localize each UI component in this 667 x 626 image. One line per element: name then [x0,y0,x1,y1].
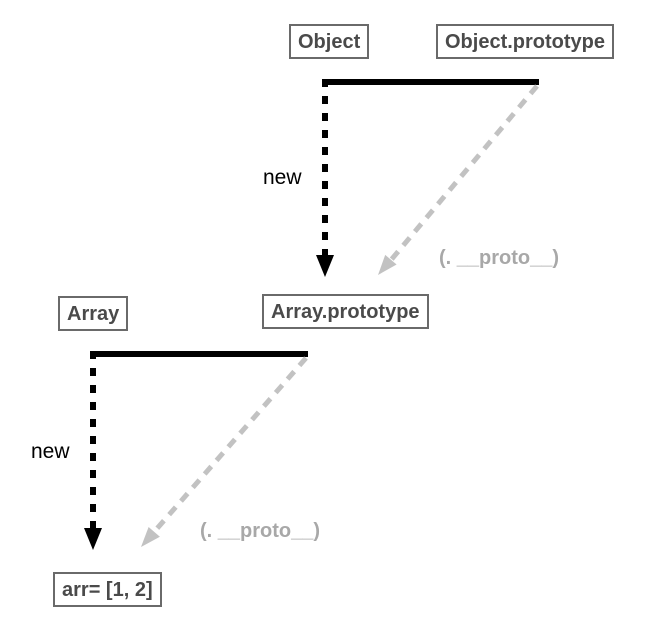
proto-label-array: (. __proto__) [200,520,321,542]
proto-label-object: (. __proto__) [439,247,560,269]
node-array: Array [58,296,129,331]
new-arrowhead-array [84,528,102,550]
proto-arrowhead-array [141,527,160,547]
new-label-object: new [263,166,302,189]
node-arr-instance: arr= [1, 2] [53,572,162,607]
proto-arrow-shaft-array [152,356,308,534]
proto-arrow-shaft-object [389,84,539,262]
new-label-array: new [31,440,70,463]
new-arrowhead-object [316,255,334,277]
node-object: Object [289,24,370,59]
node-array-prototype: Array.prototype [262,294,429,329]
node-object-prototype: Object.prototype [436,24,615,59]
proto-arrowhead-object [378,254,397,275]
